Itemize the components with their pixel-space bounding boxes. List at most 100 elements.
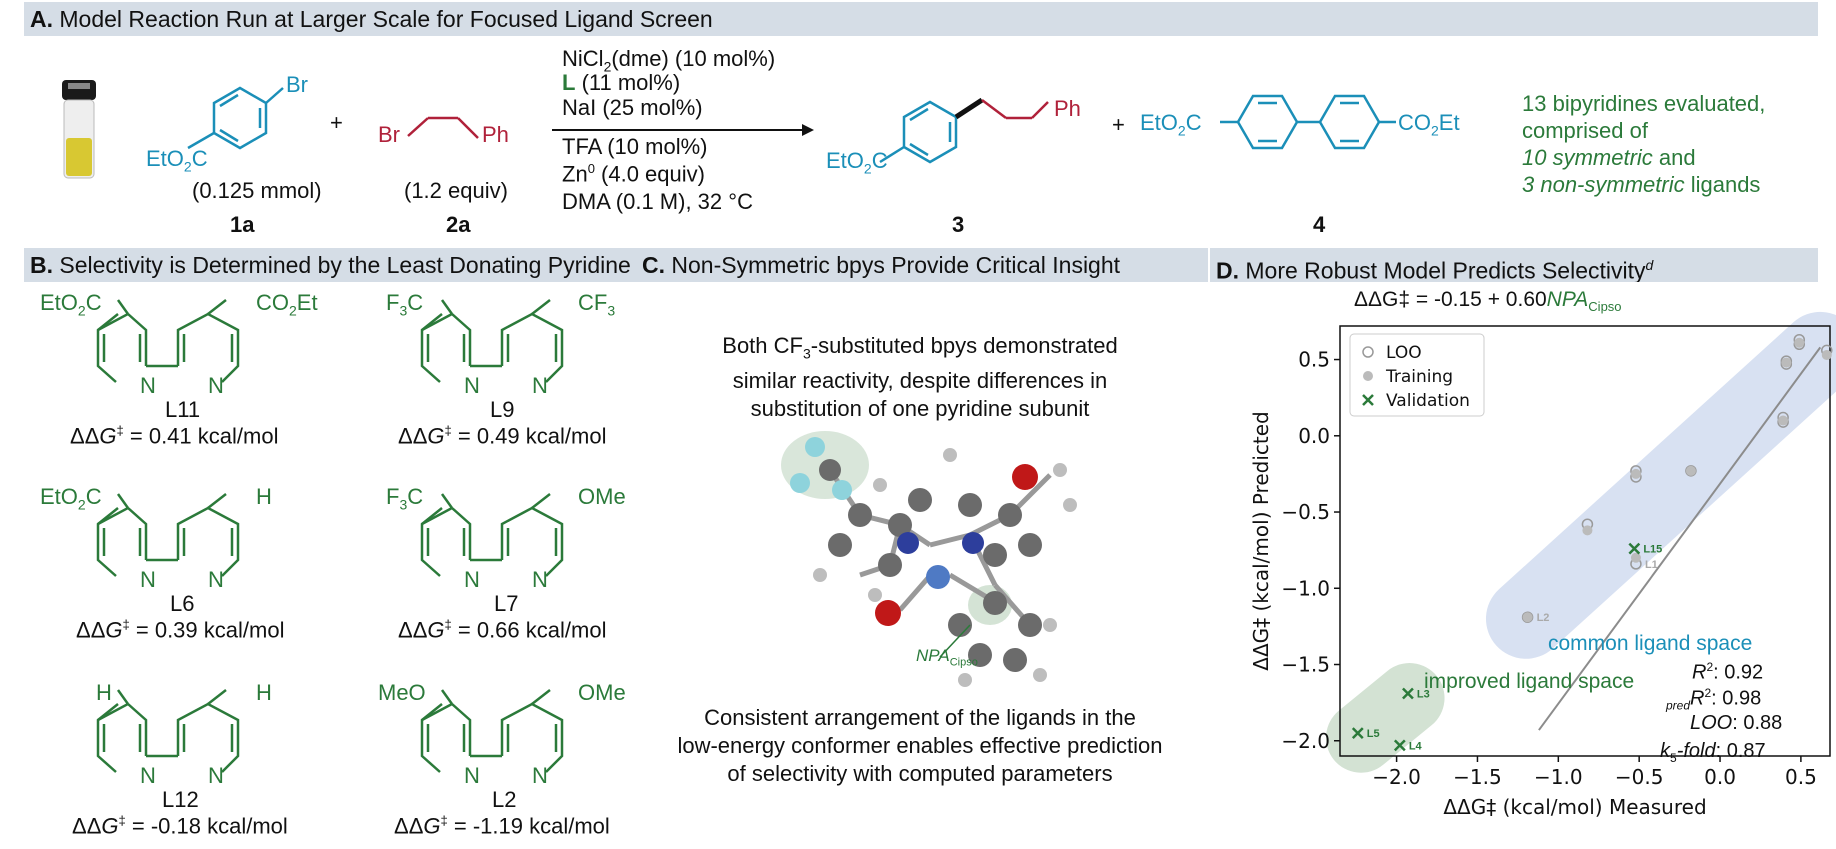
x-tick-label: −1.5 — [1453, 765, 1502, 789]
compound-2a-id: 2a — [446, 212, 471, 237]
ligand-right-substituent: H — [256, 680, 272, 705]
ligand-ddg: ΔΔG‡ = 0.41 kcal/mol — [70, 423, 279, 449]
product-3-id: 3 — [952, 212, 965, 237]
ligand-right-substituent: OMe — [578, 680, 626, 705]
panel-d-header: D. More Robust Model Predicts Selectivit… — [1210, 248, 1818, 282]
compound-1a-amount: (0.125 mmol) — [192, 178, 322, 203]
ligand-left-substituent: MeO — [378, 680, 426, 705]
ligand-name: L6 — [170, 591, 195, 616]
compound-1a-halide: Br — [286, 72, 308, 97]
condition-catalyst: NiCl2(dme) (10 mol%) — [562, 46, 776, 75]
bipyridine-structure — [96, 493, 240, 577]
bipyridine-structure — [420, 493, 564, 577]
point-label: L15 — [1643, 544, 1662, 556]
panel-c-title: Non-Symmetric bpys Provide Critical Insi… — [671, 252, 1121, 278]
ligand-name: L11 — [165, 397, 201, 422]
stat-k5-fold: k5-fold: 0.87 — [1660, 740, 1766, 765]
ligand-right-substituent: CO2Et — [256, 290, 318, 319]
product-3-ester: EtO2C — [826, 148, 888, 177]
point-label: L3 — [1417, 688, 1430, 700]
ligand-ddg: ΔΔG‡ = -1.19 kcal/mol — [394, 813, 610, 839]
condition-solvent: DMA (0.1 M), 32 °C — [562, 189, 753, 214]
vial-icon — [62, 80, 96, 179]
plot-frame — [1339, 325, 1831, 757]
ligand-left-substituent: H — [96, 680, 112, 705]
product-3-structure — [879, 97, 1049, 164]
product-4-right-ester: CO2Et — [1398, 110, 1460, 139]
product-4-left-ester: EtO2C — [1140, 110, 1202, 139]
bipyridine-structure — [420, 299, 564, 383]
y-axis-label: ΔΔG‡ (kcal/mol) Predicted — [1249, 411, 1273, 670]
training-point — [1630, 552, 1641, 563]
ligand-ddg: ΔΔG‡ = -0.18 kcal/mol — [72, 813, 288, 839]
compound-2a-phenyl: Ph — [482, 122, 509, 147]
summary-and: and — [1658, 145, 1696, 170]
panel-d-title: More Robust Model Predicts Selectivity — [1245, 257, 1646, 282]
training-point — [1794, 337, 1805, 348]
product-4-id: 4 — [1313, 212, 1326, 237]
x-tick-label: −2.0 — [1372, 765, 1421, 789]
pyridine-nitrogen: N — [464, 567, 480, 592]
regression-equation: ΔΔG‡ = -0.15 + 0.60NPACipso — [1354, 288, 1622, 315]
panel-c-bottom-line-3: of selectivity with computed parameters — [727, 761, 1113, 786]
y-tick-label: −2.0 — [1281, 729, 1330, 753]
panel-c-letter: C. — [642, 252, 665, 278]
training-point — [1781, 357, 1792, 368]
training-point — [1582, 525, 1593, 536]
plus-sign-2: + — [1112, 112, 1125, 137]
stat-loo: LOO: 0.88 — [1690, 712, 1783, 734]
training-point — [1630, 468, 1641, 479]
legend-box — [1349, 333, 1485, 417]
x-axis-label: ΔΔG‡ (kcal/mol) Measured — [1443, 795, 1706, 819]
pyridine-nitrogen: N — [208, 567, 224, 592]
legend-entry: Training — [1385, 367, 1453, 387]
screen-summary: 13 bipyridines evaluated, comprised of 1… — [1522, 90, 1765, 198]
training-point — [1821, 349, 1832, 360]
panel-d-letter: D. — [1216, 257, 1239, 282]
pyridine-nitrogen: N — [532, 567, 548, 592]
summary-line-2: comprised of — [1522, 118, 1648, 143]
condition-reductant: Zn0 (4.0 equiv) — [562, 161, 705, 187]
ligand-name: L12 — [162, 787, 199, 812]
y-tick-label: −0.5 — [1281, 500, 1330, 524]
pyridine-nitrogen: N — [140, 373, 156, 398]
legend-training-marker — [1363, 371, 1373, 381]
training-point — [1685, 465, 1696, 476]
summary-ligands: ligands — [1690, 172, 1761, 197]
plus-sign-1: + — [330, 110, 343, 135]
compound-2a-structure — [407, 116, 479, 139]
point-label: L5 — [1367, 728, 1380, 740]
ligand-left-substituent: F3C — [386, 484, 424, 513]
ligand-ddg: ΔΔG‡ = 0.49 kcal/mol — [398, 423, 607, 449]
ligand-name: L9 — [490, 397, 515, 422]
common-ligand-space-label: common ligand space — [1548, 632, 1753, 655]
x-tick-label: −1.0 — [1534, 765, 1583, 789]
x-tick-label: 0.5 — [1785, 765, 1817, 789]
panel-c-header: C. Non-Symmetric bpys Provide Critical I… — [638, 248, 1208, 282]
npa-cipso-label: NPACipso — [916, 646, 978, 669]
ligand-left-substituent: EtO2C — [40, 484, 102, 513]
compound-1a-ester: EtO2C — [146, 146, 208, 175]
bipyridine-structure — [420, 689, 564, 773]
bipyridine-structure — [96, 689, 240, 773]
bipyridine-structure — [96, 299, 240, 383]
x-tick-label: −0.5 — [1615, 765, 1664, 789]
validation-point — [1402, 687, 1414, 700]
improved-ligand-space-region — [1326, 663, 1445, 773]
panel-c-bottom-line-2: low-energy conformer enables effective p… — [677, 733, 1163, 758]
panel-c-top-text: Both CF3-substituted bpys demonstrated s… — [650, 332, 1190, 423]
y-tick-label: −1.0 — [1281, 576, 1330, 600]
legend-loo-marker — [1362, 346, 1374, 358]
panel-c-top-line-2: similar reactivity, despite differences … — [732, 368, 1108, 394]
panel-d-title-sup: d — [1645, 257, 1654, 273]
training-point — [1778, 415, 1789, 426]
ligand-right-substituent: CF3 — [578, 290, 616, 319]
point-label: L4 — [1409, 740, 1423, 752]
ligand-left-substituent: EtO2C — [40, 290, 102, 319]
panel-b-header: B. Selectivity is Determined by the Leas… — [24, 248, 638, 282]
summary-symmetric: 10 symmetric — [1522, 145, 1653, 170]
point-label: L1 — [1645, 559, 1658, 571]
compound-1a-id: 1a — [230, 212, 255, 237]
panel-b-letter: B. — [30, 252, 53, 278]
pyridine-nitrogen: N — [464, 763, 480, 788]
